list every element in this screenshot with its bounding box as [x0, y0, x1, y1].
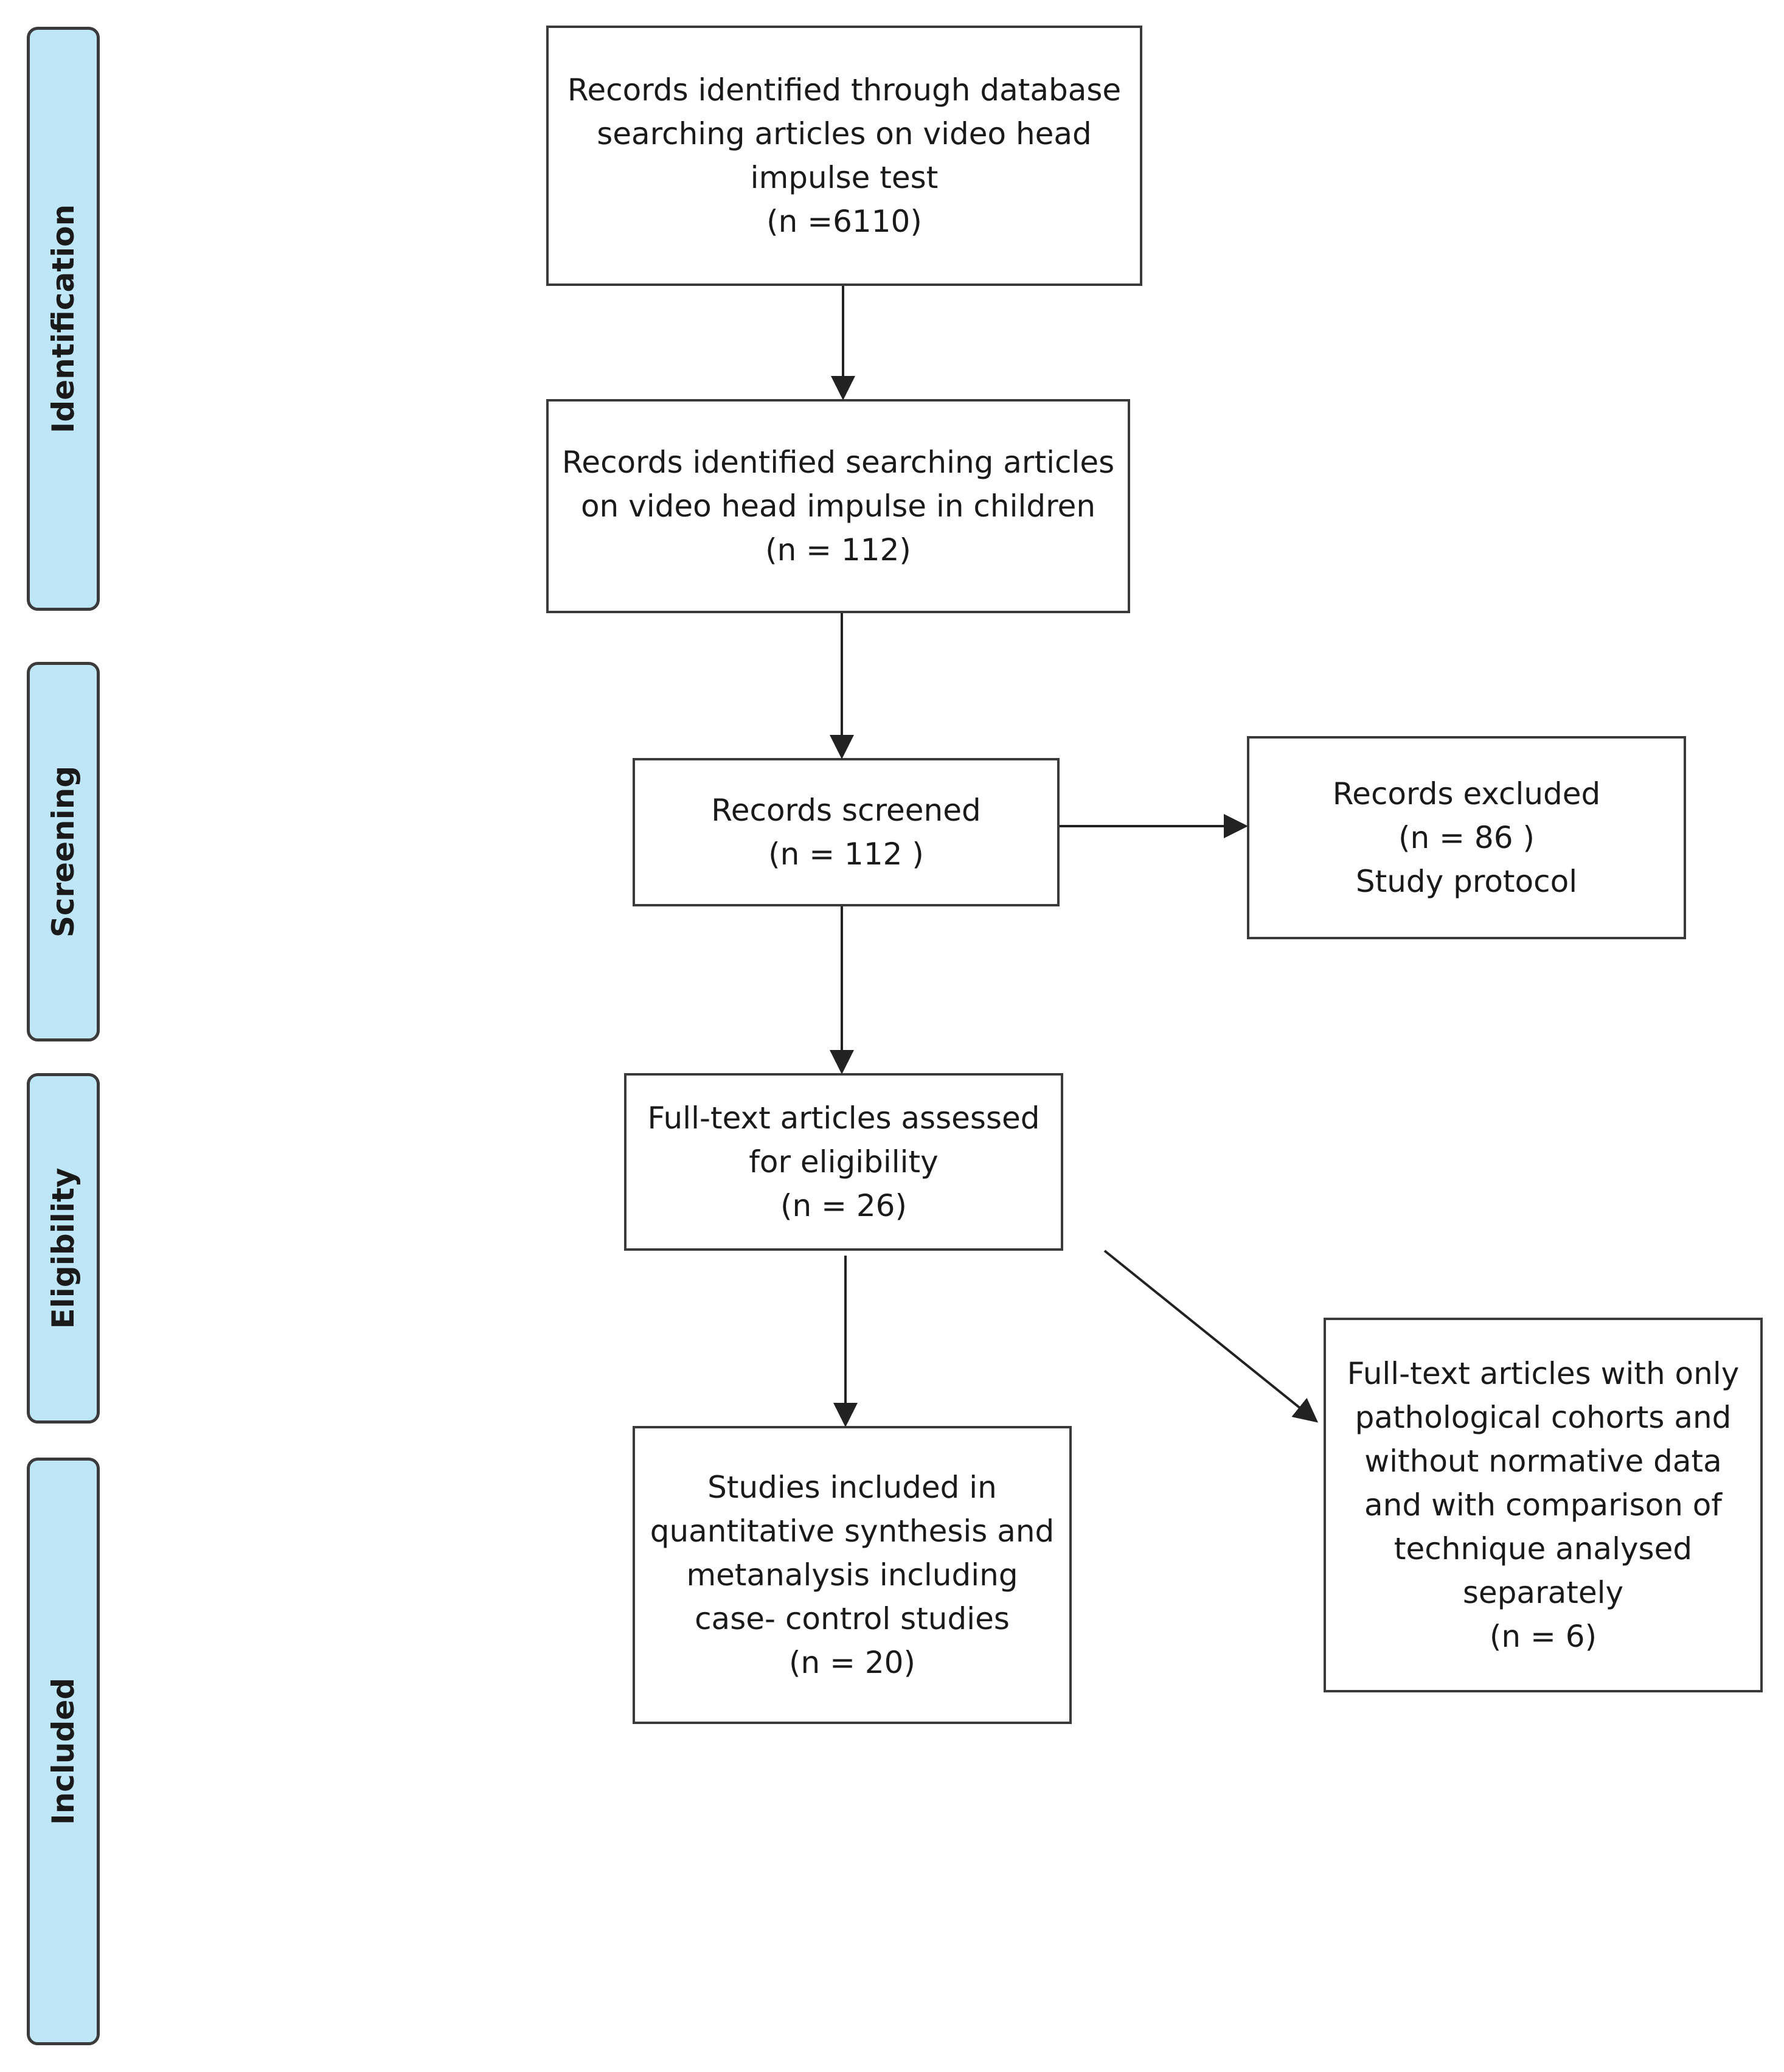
box-text: Full-text articles with only	[1347, 1356, 1740, 1391]
box-text: metanalysis including	[686, 1557, 1018, 1593]
box-text: Full-text articles assessed	[647, 1100, 1040, 1136]
box-count: (n = 112 )	[768, 836, 924, 872]
box-text: searching articles on video head	[597, 116, 1092, 151]
box-text: impulse test	[750, 160, 939, 195]
box-text: Records screened	[711, 793, 981, 828]
box-count: (n = 86 )	[1398, 820, 1535, 855]
box-records-identified-children: Records identified searching articles on…	[546, 399, 1130, 613]
box-text: Records excluded	[1332, 776, 1601, 812]
box-count: (n =6110)	[766, 204, 922, 239]
box-text: Records identified through database	[567, 72, 1122, 108]
box-text: case- control studies	[695, 1601, 1010, 1636]
phase-identification: Identification	[27, 27, 100, 611]
box-text: separately	[1462, 1575, 1624, 1610]
box-count: (n = 6)	[1489, 1619, 1597, 1654]
box-studies-included: Studies included in quantitative synthes…	[633, 1426, 1072, 1724]
box-full-text-assessed: Full-text articles assessed for eligibil…	[624, 1073, 1063, 1251]
box-text: for eligibility	[749, 1144, 939, 1180]
box-text: on video head impulse in children	[580, 488, 1096, 524]
box-text: and with comparison of	[1364, 1487, 1722, 1523]
box-text: quantitative synthesis and	[650, 1514, 1055, 1549]
box-text: technique analysed	[1394, 1531, 1693, 1566]
phase-screening: Screening	[27, 662, 100, 1041]
box-text: without normative data	[1364, 1444, 1722, 1479]
box-text: Records identified searching articles	[561, 445, 1115, 480]
arrow-full-text-to-separate	[1103, 1250, 1319, 1423]
box-count: (n = 112)	[765, 532, 911, 568]
box-text: Studies included in	[707, 1470, 997, 1505]
box-text: Study protocol	[1355, 864, 1578, 899]
phase-included: Included	[27, 1458, 100, 2045]
box-count: (n = 20)	[788, 1645, 915, 1680]
box-records-excluded: Records excluded (n = 86 ) Study protoco…	[1247, 736, 1686, 939]
box-count: (n = 26)	[780, 1188, 907, 1223]
box-text: pathological cohorts and	[1355, 1400, 1732, 1435]
phase-eligibility: Eligibility	[27, 1073, 100, 1424]
box-records-screened: Records screened (n = 112 )	[633, 758, 1060, 906]
box-records-identified-database: Records identified through database sear…	[546, 26, 1142, 286]
box-analysed-separately: Full-text articles with only pathologica…	[1324, 1318, 1763, 1692]
